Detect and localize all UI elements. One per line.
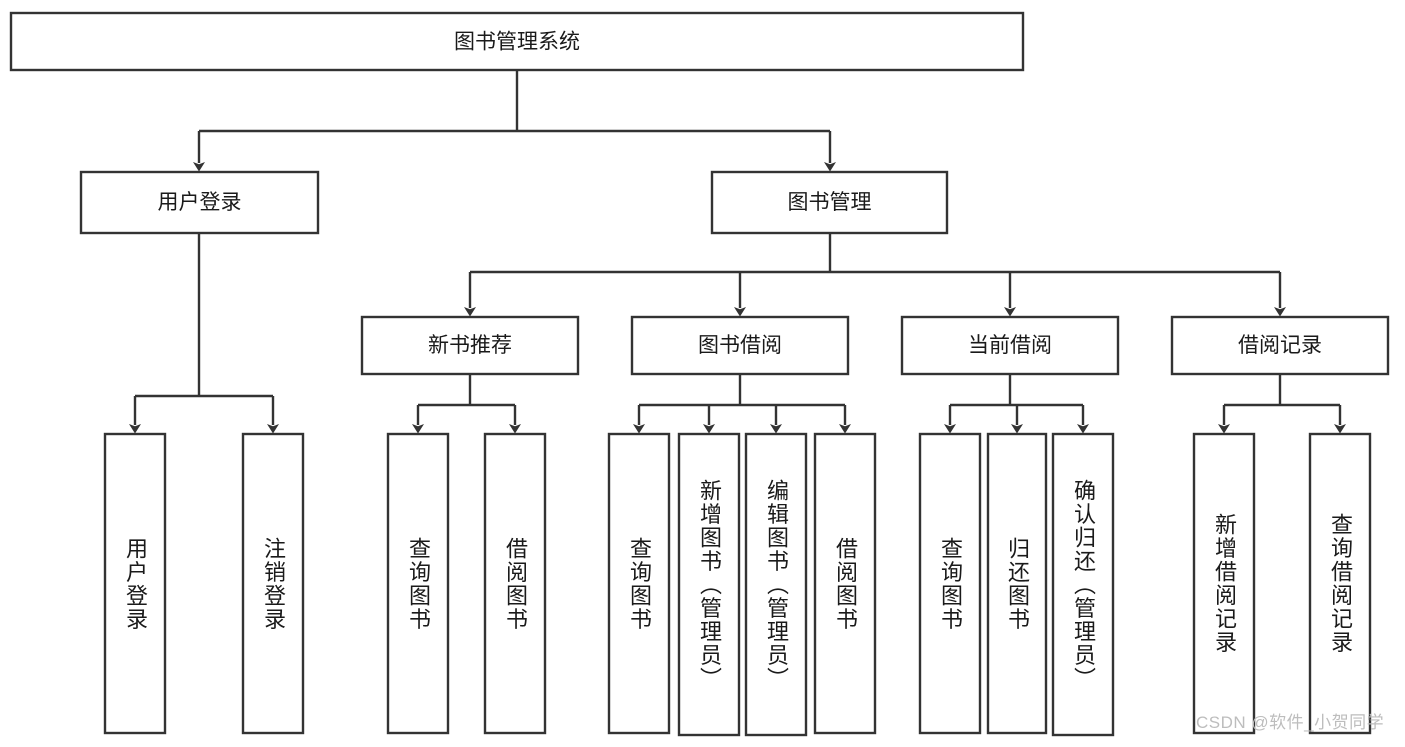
node-borrow-record-label: 借阅记录: [1238, 334, 1322, 357]
node-new-book-recommend-label: 新书推荐: [428, 334, 512, 357]
leaf-box-user-login[interactable]: [103, 432, 167, 735]
connector-group-current-borrow: [944, 374, 1089, 434]
node-user-login[interactable]: 用户登录: [79, 170, 320, 235]
node-book-manage-label: 图书管理: [788, 191, 872, 214]
leaf-boxes: [103, 432, 1372, 737]
leaf-box-query-borrow-record[interactable]: [1308, 432, 1372, 735]
node-book-borrow[interactable]: 图书借阅: [630, 315, 850, 376]
leaf-box-return-book[interactable]: [986, 432, 1048, 735]
connector-group-book-manage: [464, 233, 1286, 317]
leaf-box-query-book-rec[interactable]: [386, 432, 450, 735]
node-user-login-label: 用户登录: [158, 191, 242, 214]
leaf-box-add-book-admin[interactable]: [677, 432, 741, 737]
leaf-box-add-borrow-record[interactable]: [1192, 432, 1256, 735]
leaf-box-borrow-book-rec[interactable]: [483, 432, 547, 735]
node-book-borrow-label: 图书借阅: [698, 334, 782, 357]
leaf-box-query-book-current[interactable]: [918, 432, 982, 735]
leaf-box-query-book-borrow[interactable]: [607, 432, 671, 735]
node-root-system[interactable]: 图书管理系统: [9, 11, 1025, 72]
leaf-box-borrow-book[interactable]: [813, 432, 877, 735]
csdn-watermark: CSDN @软件_小贺同学: [1196, 713, 1385, 732]
leaf-box-confirm-return-admin[interactable]: [1051, 432, 1115, 737]
node-root-system-label: 图书管理系统: [454, 31, 580, 54]
node-current-borrow-label: 当前借阅: [968, 334, 1052, 357]
leaf-box-logout-login[interactable]: [241, 432, 305, 735]
connector-group-borrow-record: [1218, 374, 1346, 434]
node-borrow-record[interactable]: 借阅记录: [1170, 315, 1390, 376]
connector-group-book-borrow: [633, 374, 851, 434]
node-book-manage[interactable]: 图书管理: [710, 170, 949, 235]
connector-group-new-book-recommend: [412, 374, 521, 434]
connector-group-user-login: [129, 233, 279, 434]
node-current-borrow[interactable]: 当前借阅: [900, 315, 1120, 376]
node-new-book-recommend[interactable]: 新书推荐: [360, 315, 580, 376]
leaf-box-edit-book-admin[interactable]: [744, 432, 808, 737]
connector-group-root: [193, 70, 836, 172]
